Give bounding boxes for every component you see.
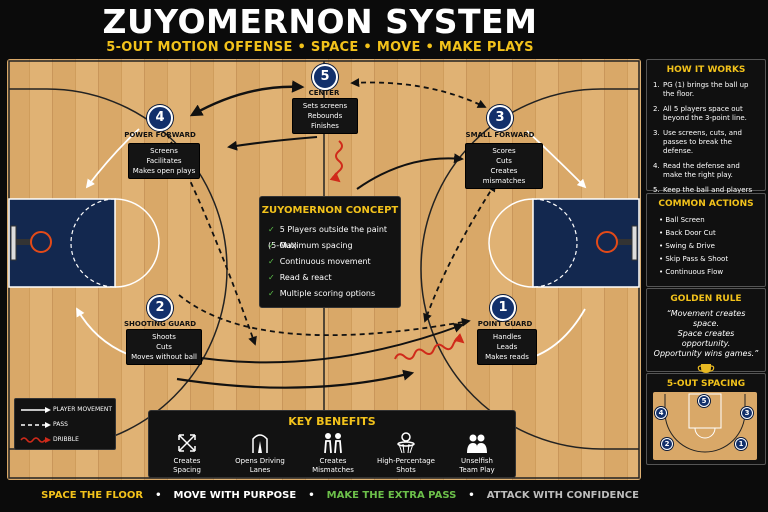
- solid-arrow-icon: [21, 407, 51, 413]
- player-5-role: CENTER: [308, 89, 340, 97]
- action-item: Continuous Flow: [659, 267, 765, 277]
- player-5-marker[interactable]: 5: [312, 64, 338, 90]
- player-2-marker[interactable]: 2: [147, 295, 173, 321]
- step-item: 4.Read the defense and make the right pl…: [653, 162, 740, 179]
- action-item: Swing & Drive: [659, 241, 765, 251]
- golden-rule-quote: “Movement creates space. Space creates o…: [653, 309, 759, 358]
- basketball-hoop-icon: [371, 431, 441, 455]
- step-item: 1.PG (1) brings the ball up the floor.: [653, 81, 749, 98]
- how-it-works-panel: HOW IT WORKS 1.PG (1) brings the ball up…: [646, 59, 766, 203]
- player-2-role: SHOOTING GUARD: [123, 320, 197, 328]
- mini-player-2: 2: [661, 438, 673, 450]
- golden-rule-panel: GOLDEN RULE “Movement creates space. Spa…: [646, 288, 766, 379]
- mini-court: 5 4 3 2 1: [653, 392, 757, 460]
- player-4-role: POWER FORWARD: [124, 131, 196, 139]
- common-actions-panel: COMMON ACTIONS Ball Screen Back Door Cut…: [646, 193, 766, 287]
- footer-item: ATTACK WITH CONFIDENCE: [486, 490, 639, 501]
- step-item: 2.All 5 players space out beyond the 3-p…: [653, 105, 747, 122]
- check-icon: ✓: [268, 273, 275, 282]
- dashed-arrow-icon: [21, 422, 51, 428]
- legend-movement: PLAYER MOVEMENT: [15, 403, 115, 417]
- footer-separator: •: [468, 490, 475, 501]
- player-3-role: SMALL FORWARD: [465, 131, 535, 139]
- check-icon: ✓: [268, 241, 275, 250]
- step-item: 3.Use screens, cuts, and passes to break…: [653, 129, 742, 155]
- right-hoop: [596, 231, 618, 253]
- left-hoop: [30, 231, 52, 253]
- wavy-arrow-icon: [20, 437, 51, 443]
- concept-item: ✓5 Players outside the paint (5-Out): [268, 225, 388, 250]
- page-title: ZUYOMERNON SYSTEM: [102, 2, 538, 41]
- mini-player-3: 3: [741, 407, 753, 419]
- footer-item: MAKE THE EXTRA PASS: [326, 490, 457, 501]
- concept-title: ZUYOMERNON CONCEPT: [261, 205, 399, 216]
- legend-pass: PASS: [15, 418, 115, 432]
- concept-box: ZUYOMERNON CONCEPT ✓5 Players outside th…: [259, 196, 401, 308]
- mini-player-5: 5: [698, 395, 710, 407]
- mini-player-4: 4: [655, 407, 667, 419]
- footer-separator: •: [308, 490, 315, 501]
- golden-rule-title: GOLDEN RULE: [670, 294, 742, 304]
- player-1-role: POINT GUARD: [477, 320, 533, 328]
- legend: PLAYER MOVEMENT PASS DRIBBLE: [14, 398, 116, 450]
- footer-item: SPACE THE FLOOR: [41, 490, 144, 501]
- player-4-marker[interactable]: 4: [147, 105, 173, 131]
- check-icon: ✓: [268, 257, 275, 266]
- players-icon: [298, 431, 368, 455]
- court-lines: [8, 60, 640, 479]
- check-icon: ✓: [268, 289, 275, 298]
- page-subtitle: 5-OUT MOTION OFFENSE • SPACE • MOVE • MA…: [106, 40, 534, 55]
- footer-separator: •: [155, 490, 162, 501]
- footer-item: MOVE WITH PURPOSE: [173, 490, 297, 501]
- concept-item: ✓Multiple scoring options: [268, 289, 376, 298]
- open-lane-icon: [225, 431, 295, 455]
- player-3-marker[interactable]: 3: [487, 105, 513, 131]
- expand-arrows-icon: [152, 431, 222, 455]
- mini-player-1: 1: [735, 438, 747, 450]
- check-icon: ✓: [268, 225, 275, 234]
- legend-dribble: DRIBBLE: [15, 433, 115, 447]
- action-item: Ball Screen: [659, 215, 765, 225]
- concept-item: ✓Maximum spacing: [268, 241, 353, 250]
- spacing-title: 5-OUT SPACING: [666, 379, 746, 389]
- action-item: Skip Pass & Shoot: [659, 254, 765, 264]
- team-icon: [442, 431, 512, 455]
- spacing-panel: 5-OUT SPACING 5 4 3 2 1: [646, 373, 766, 465]
- footer-taglines: SPACE THE FLOOR • MOVE WITH PURPOSE • MAKE T…: [0, 490, 680, 504]
- key-benefits-title: KEY BENEFITS: [288, 415, 376, 428]
- how-it-works-title: HOW IT WORKS: [666, 65, 746, 75]
- action-item: Back Door Cut: [659, 228, 765, 238]
- concept-item: ✓Read & react: [268, 273, 332, 282]
- common-actions-title: COMMON ACTIONS: [658, 199, 754, 209]
- concept-item: ✓Continuous movement: [268, 257, 371, 266]
- player-1-marker[interactable]: 1: [490, 295, 516, 321]
